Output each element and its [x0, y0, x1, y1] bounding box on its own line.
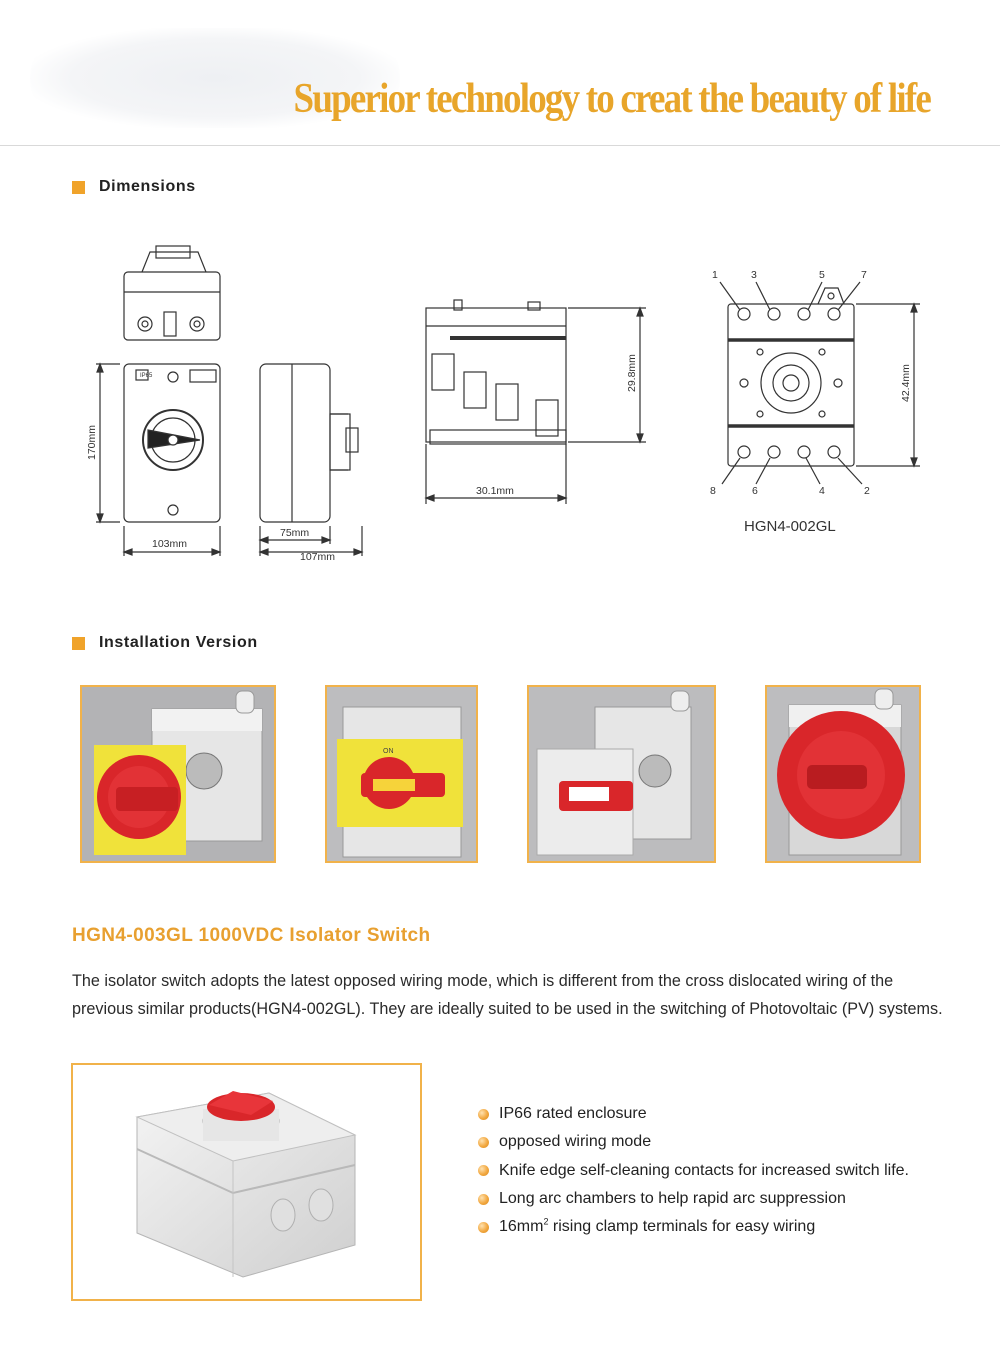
- dimension-29-8: 29.8mm: [626, 354, 638, 392]
- page-header: Superior technology to creat the beauty …: [0, 0, 1000, 146]
- technical-drawing: IP65 170mm 103mm 75mm 107mm 29.8mm 30.1m…: [86, 245, 920, 563]
- terminal-label-1: 1: [712, 269, 718, 281]
- list-item: 16mm2 rising clamp terminals for easy wi…: [478, 1213, 958, 1241]
- product-image: [71, 1063, 422, 1301]
- square-bullet-icon: [72, 636, 85, 650]
- ip-label: IP65: [140, 373, 153, 379]
- on-label: ON: [383, 748, 394, 755]
- dimension-30-1: 30.1mm: [476, 485, 514, 497]
- product-description: The isolator switch adopts the latest op…: [72, 972, 943, 1018]
- terminal-label-2: 2: [864, 485, 870, 497]
- terminal-block-drawing: [425, 299, 567, 445]
- product-title: HGN4-003GL 1000VDC Isolator Switch: [72, 925, 431, 946]
- dimension-drawings: IP65 170mm 103mm 75mm 107mm 29.8mm 30.1m…: [80, 230, 960, 570]
- dimension-107: 107mm: [300, 551, 335, 563]
- install-photo-yellow-square: [80, 685, 276, 863]
- terminal-label-7: 7: [861, 269, 867, 281]
- terminal-label-5: 5: [819, 269, 825, 281]
- terminal-label-6: 6: [752, 485, 758, 497]
- header-divider: [0, 145, 1000, 146]
- install-photo-red-rotary: [765, 685, 921, 863]
- dimension-42-4: 42.4mm: [900, 364, 912, 402]
- terminal-label-4: 4: [819, 485, 825, 497]
- dimensions-heading: Dimensions: [72, 177, 196, 197]
- installation-photos: ON: [0, 685, 1000, 863]
- model-caption: HGN4-002GL: [744, 518, 836, 535]
- dimension-103: 103mm: [152, 538, 187, 550]
- square-bullet-icon: [72, 180, 85, 194]
- list-item: Long arc chambers to help rapid arc supp…: [478, 1185, 958, 1213]
- terminal-label-8: 8: [710, 485, 716, 497]
- feature-list: IP66 rated enclosure opposed wiring mode…: [478, 1100, 958, 1241]
- dimension-170: 170mm: [86, 425, 98, 460]
- bullet-icon: [478, 1108, 489, 1120]
- side-view-drawing: [259, 363, 359, 523]
- top-view-drawing: [123, 245, 221, 341]
- logo-placeholder: [30, 28, 400, 128]
- install-photo-grey-panel: [527, 685, 716, 863]
- installation-heading: Installation Version: [72, 633, 258, 653]
- bullet-icon: [478, 1221, 489, 1233]
- bullet-icon: [478, 1193, 489, 1205]
- front-view-drawing: [123, 363, 221, 523]
- list-item: opposed wiring mode: [478, 1128, 958, 1156]
- terminal-front-drawing: [719, 281, 863, 485]
- bullet-icon: [478, 1136, 489, 1148]
- list-item: IP66 rated enclosure: [478, 1100, 958, 1128]
- install-photo-yellow-panel: ON: [325, 685, 478, 863]
- tagline: Superior technology to creat the beauty …: [293, 75, 932, 123]
- list-item: Knife edge self-cleaning contacts for in…: [478, 1157, 958, 1185]
- bullet-icon: [478, 1165, 489, 1177]
- dimension-75: 75mm: [280, 527, 309, 539]
- terminal-label-3: 3: [751, 269, 757, 281]
